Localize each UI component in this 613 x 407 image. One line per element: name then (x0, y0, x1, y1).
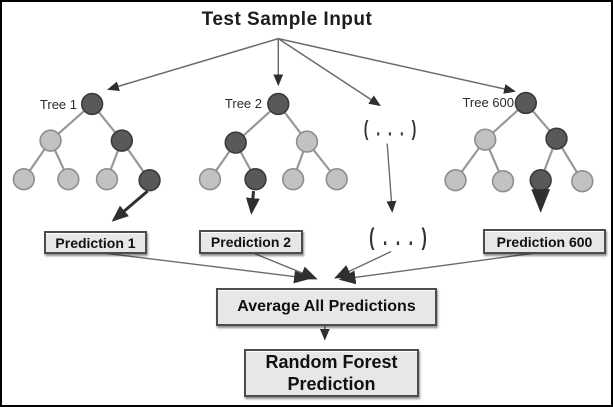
final-label-line2: Prediction (287, 374, 376, 394)
ellipsis-top: ( . . . ) (355, 116, 427, 140)
tree-1-label: Tree 1 (39, 97, 77, 112)
tree2-root-node (267, 92, 290, 116)
diagram-title: Test Sample Input (201, 9, 373, 30)
random-forest-prediction-box: Random Forest Prediction (244, 349, 419, 397)
tree600-right-node (545, 127, 568, 150)
tree2-leaf-4 (325, 168, 348, 191)
tree2-leaf-3 (281, 168, 305, 191)
tree2-left-node (224, 131, 247, 154)
fanout-arrows (107, 37, 516, 107)
tree600-leaf-3 (529, 169, 552, 192)
tree600-leaf-2 (491, 170, 515, 193)
ellipsis-top-text: ( . . . ) (363, 116, 419, 140)
tree600-left-node (474, 128, 497, 151)
ellipsis-column-arrow (386, 143, 397, 213)
tree600-leaf-1 (444, 169, 467, 192)
tree-2 (198, 92, 348, 215)
tree2-right-node (295, 130, 319, 153)
tree1-leaf-2 (57, 168, 80, 191)
ellipsis-bottom-text: ( . . . ) (369, 225, 429, 252)
convergence-arrows (98, 250, 539, 285)
tree-1 (12, 92, 161, 222)
tree1-root-node (80, 92, 104, 116)
tree-2-label: Tree 2 (224, 96, 262, 111)
tree2-leaf-2 (244, 168, 267, 191)
prediction-1-box: Prediction 1 (44, 231, 147, 254)
tree1-leaf-4 (138, 169, 161, 192)
prediction-600-box: Prediction 600 (483, 229, 606, 254)
tree600-root-node (514, 91, 538, 115)
tree2-prediction-arrow (245, 190, 260, 215)
tree1-right-node (110, 129, 134, 152)
final-label-line1: Random Forest (265, 352, 398, 372)
average-all-predictions-box: Average All Predictions (216, 288, 437, 326)
ellipsis-bottom: ( . . . ) (360, 226, 438, 252)
prediction-2-box: Prediction 2 (199, 230, 303, 254)
tree1-prediction-arrow (111, 189, 149, 222)
tree-600 (444, 91, 594, 213)
tree2-leaf-1 (198, 168, 222, 191)
tree-600-label: Tree 600 (462, 95, 514, 110)
tree600-leaf-4 (571, 170, 594, 193)
tree1-leaf-3 (95, 168, 119, 191)
tree1-leaf-1 (12, 168, 35, 191)
tree1-left-node (39, 129, 62, 152)
